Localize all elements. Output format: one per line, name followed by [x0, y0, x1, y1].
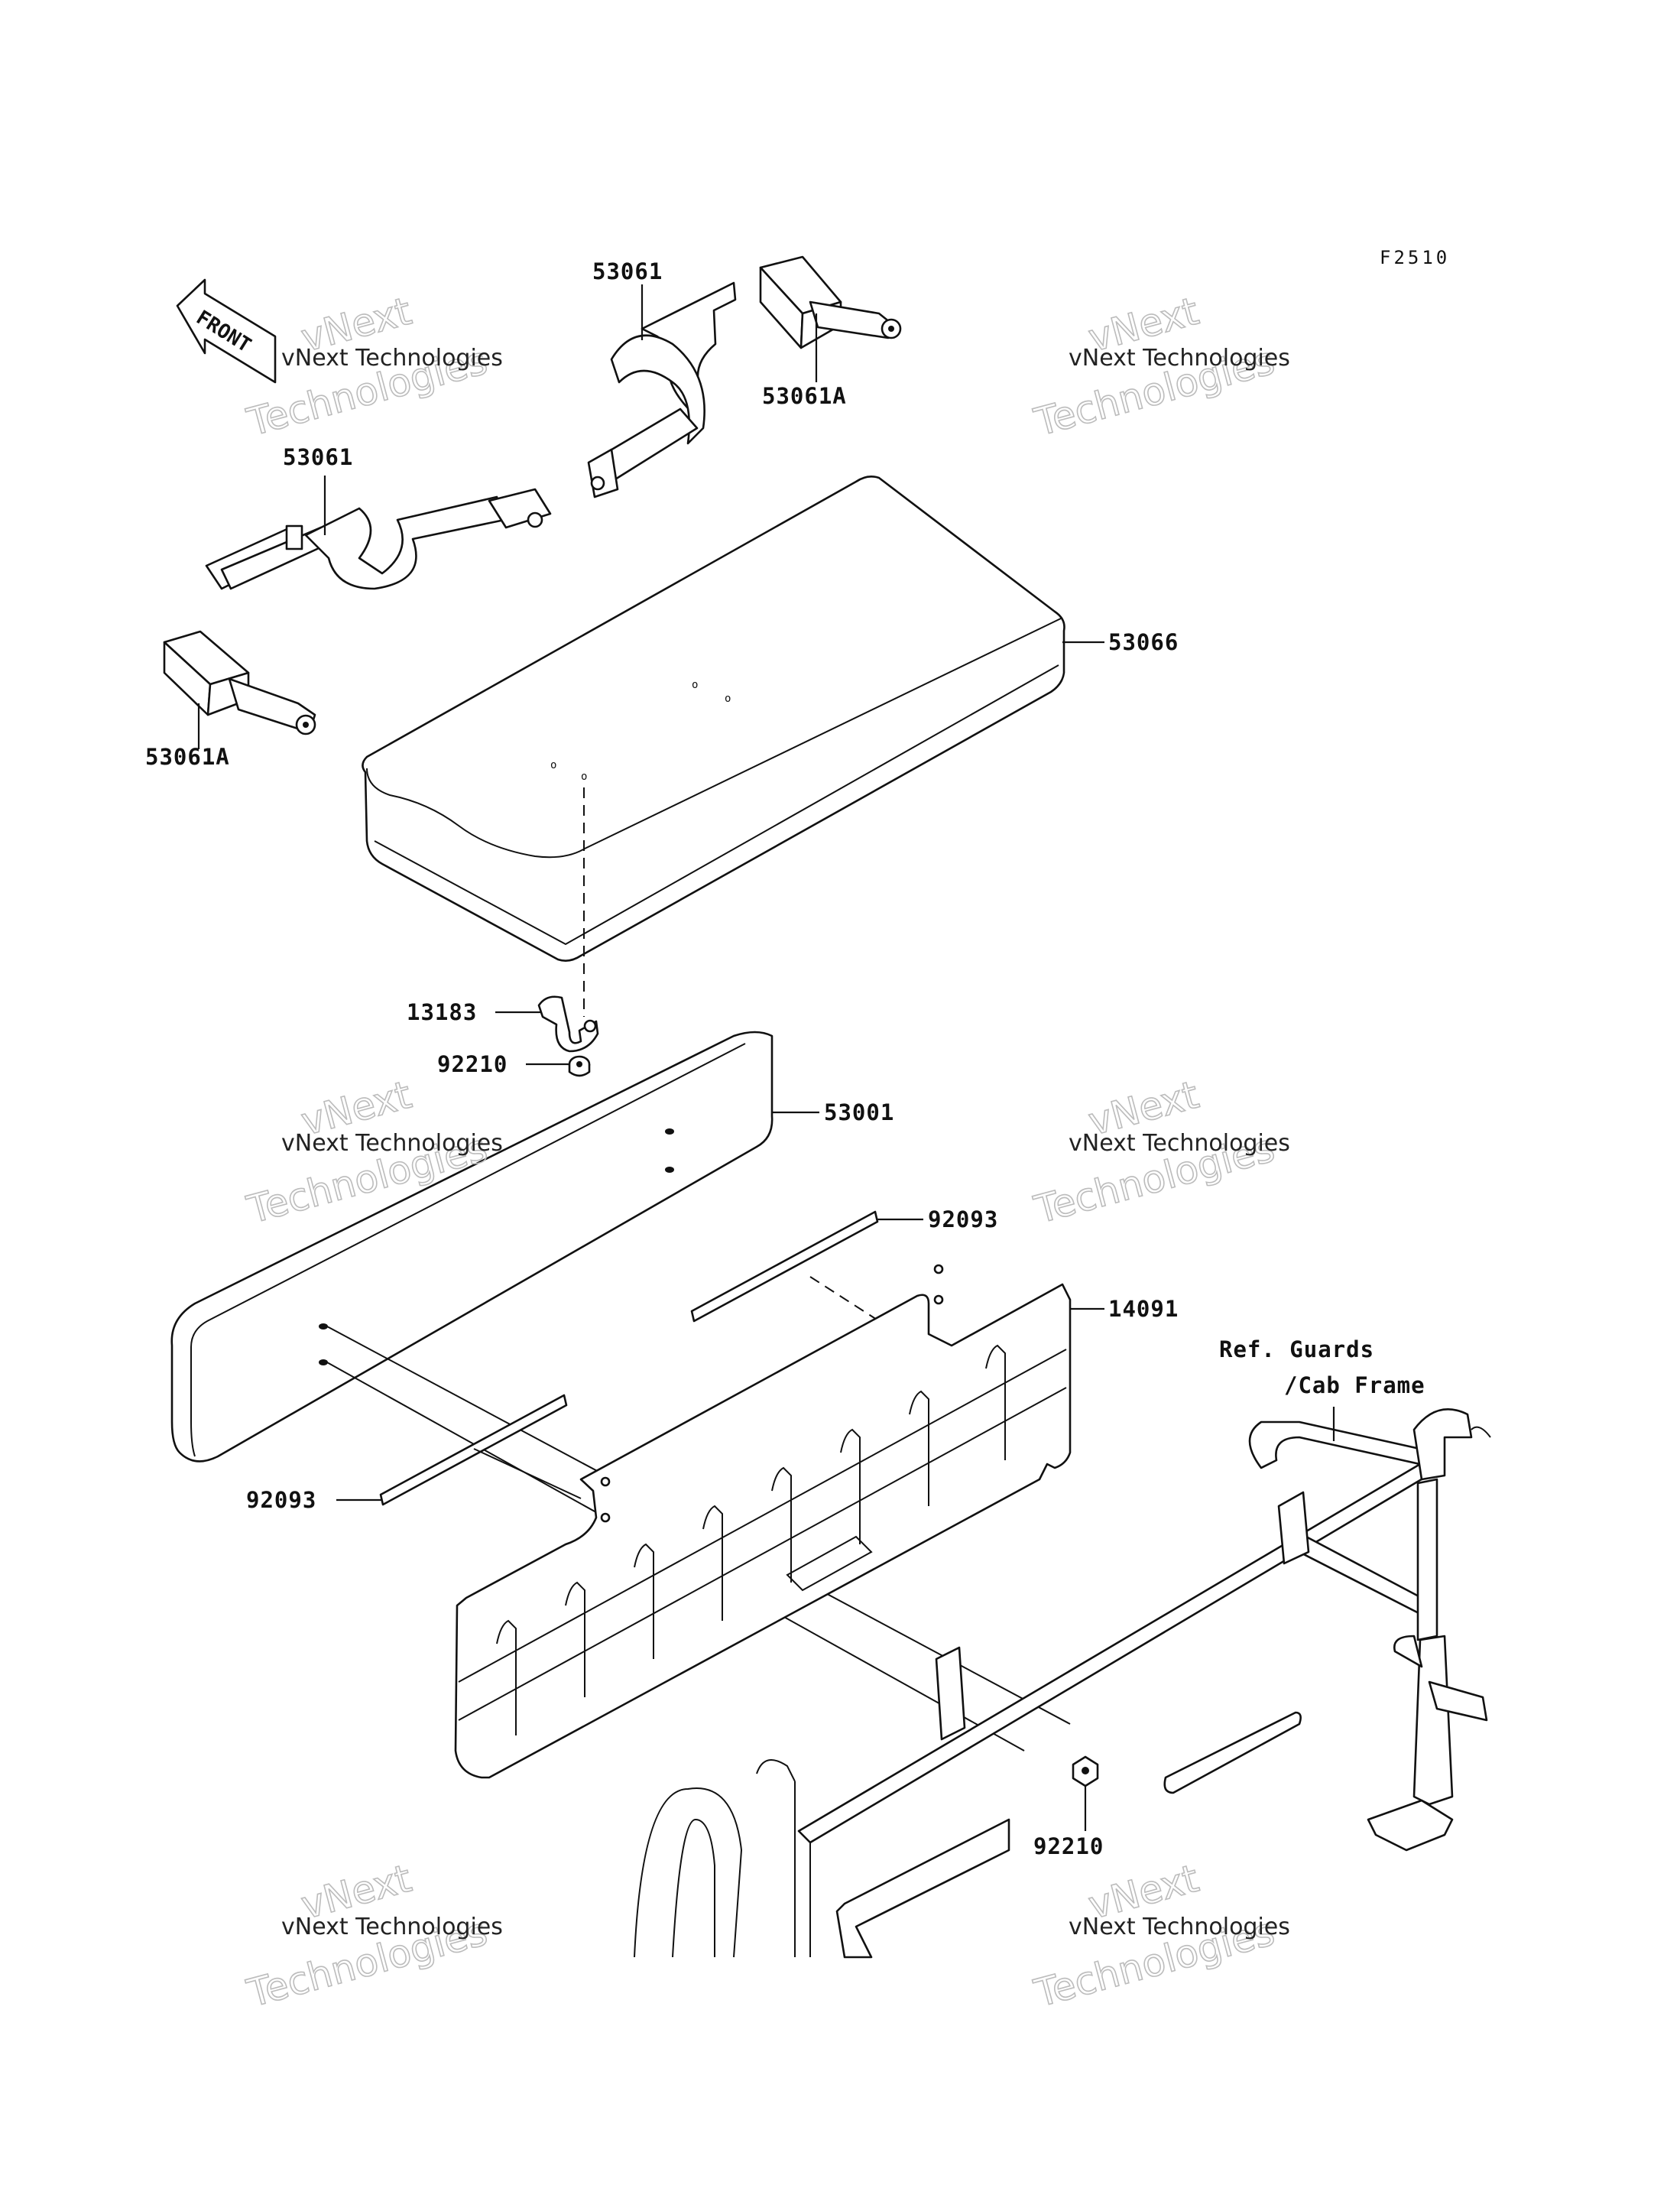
callout-bracket: 13183 — [407, 999, 477, 1025]
svg-text:vNext Technologies: vNext Technologies — [1069, 1130, 1290, 1157]
callout-labels: 53061 53061A 53061 53061A 53066 13183 92… — [145, 258, 1425, 1859]
callout-pad-lower: 92093 — [246, 1487, 316, 1513]
svg-text:o: o — [550, 759, 556, 771]
figure-code: F2510 — [1380, 247, 1450, 268]
nut-lower — [1072, 1755, 1099, 1787]
callout-nut-lower: 92210 — [1033, 1833, 1104, 1859]
seat-mount-holes: o o o o — [550, 679, 731, 783]
seat-bracket — [537, 995, 599, 1053]
callout-buckle-top: 53061A — [762, 383, 847, 409]
front-arrow-icon: FRONT — [176, 278, 277, 384]
cab-frame — [634, 1408, 1491, 1959]
pad-lower — [379, 1394, 582, 1506]
callout-seat: 53066 — [1108, 629, 1179, 655]
watermark-2: vNext Technologies vNext Technologies — [1029, 288, 1290, 446]
svg-text:vNext Technologies: vNext Technologies — [281, 345, 503, 372]
buckle-left — [163, 630, 316, 735]
svg-text:vNext Technologies: vNext Technologies — [281, 1130, 503, 1157]
svg-text:o: o — [692, 679, 698, 691]
callout-buckle-left: 53061A — [145, 744, 230, 770]
seat-cushion: o o o o — [362, 476, 1065, 1017]
buckle-top — [759, 255, 902, 349]
callout-panel: 14091 — [1108, 1296, 1179, 1322]
watermark-6: vNext Technologies vNext Technologies — [1029, 1855, 1290, 2017]
svg-text:vNext Technologies: vNext Technologies — [1069, 345, 1290, 372]
seat-strap-left — [205, 488, 552, 590]
svg-text:vNext Technologies: vNext Technologies — [281, 1914, 503, 1940]
svg-text:o: o — [581, 771, 587, 783]
nut-upper — [568, 1055, 591, 1077]
reference-note-line2: /Cab Frame — [1284, 1372, 1425, 1398]
callout-pad-upper: 92093 — [928, 1206, 998, 1232]
callout-backrest: 53001 — [824, 1099, 894, 1125]
callout-nut-upper: 92210 — [437, 1051, 508, 1077]
rear-panel — [454, 1264, 1072, 1779]
svg-text:o: o — [725, 693, 731, 705]
svg-text:vNext Technologies: vNext Technologies — [1069, 1914, 1290, 1940]
reference-note-line1: Ref. Guards — [1219, 1336, 1374, 1362]
callout-strap-top: 53061 — [592, 258, 663, 284]
callout-leaders — [197, 284, 1335, 1831]
panel-ribs — [458, 1344, 1067, 1735]
seat-strap-top — [587, 281, 737, 498]
watermark-4: vNext Technologies vNext Technologies — [1029, 1072, 1290, 1233]
watermark-5: vNext Technologies vNext Technologies — [242, 1855, 503, 2017]
backrest-mount-holes — [319, 1128, 674, 1365]
watermark-1: vNext Technologies vNext Technologies — [242, 288, 503, 446]
callout-strap-left: 53061 — [283, 444, 353, 470]
